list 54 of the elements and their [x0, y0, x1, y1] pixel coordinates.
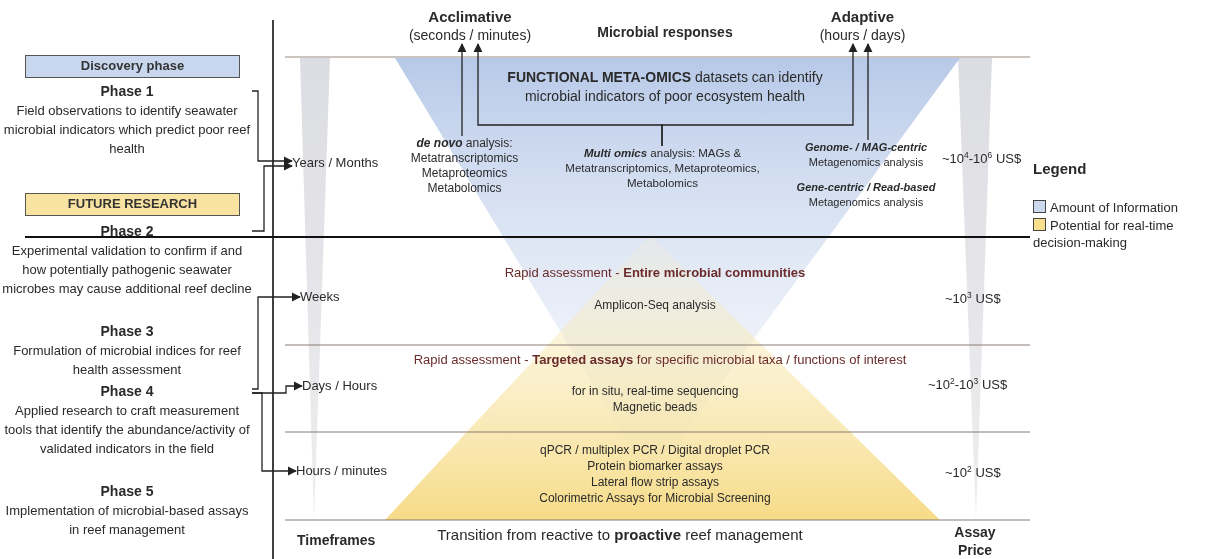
- method-text: Lateral flow strip assays: [589, 475, 721, 490]
- assessment-heading: Rapid assessment - Targeted assays for specific microbial taxa / functions of interest: [412, 352, 908, 369]
- phase-description: Applied research to craft measurement tools that identify the abundance/activity of validated indicators in the field: [3, 402, 251, 458]
- phase-description: Experimental validation to confirm if and how potentially pathogenic seawater microbes may cause additional reef decline: [2, 242, 252, 298]
- price-label: ~10$^{2}$-10$^{3}$ US$: [928, 376, 1009, 394]
- response-heading: Acclimative: [427, 8, 513, 26]
- price-label: ~10$^{2}$ US$: [945, 464, 1002, 482]
- arrow: [863, 43, 873, 141]
- method-description: Multi omics analysis: MAGs & Metatranscriptomics, Metaproteomics, Metabolomics: [560, 146, 765, 191]
- arrow: [457, 43, 467, 137]
- legend-text: Potential for real-time decision-making: [1033, 218, 1174, 250]
- phase-heading: Phase 1: [99, 82, 155, 101]
- response-heading: Adaptive: [829, 8, 896, 26]
- phase-description: Field observations to identify seawater microbial indicators which predict poor reef health: [2, 102, 252, 158]
- arrow: [251, 161, 293, 232]
- method-text: qPCR / multiplex PCR / Digital droplet PCR: [538, 443, 772, 458]
- legend-title: Legend: [1033, 160, 1088, 179]
- axis-title: Timeframes: [297, 532, 377, 550]
- method-text: Magnetic beads: [611, 400, 699, 415]
- method-description: de novo analysis: Metatranscriptomics Metaproteomics Metabolomics: [402, 136, 527, 196]
- arrow: [251, 90, 293, 166]
- method-description: Metagenomics analysis: [807, 195, 925, 210]
- axis-title: Assay Price: [953, 524, 997, 559]
- arrow: [251, 292, 301, 390]
- finding-text: FUNCTIONAL META-OMICS datasets can identify microbial indicators of poor ecosystem health: [490, 68, 840, 106]
- arrow: [251, 392, 297, 476]
- phase-description: Formulation of microbial indices for reef health assessment: [12, 342, 242, 379]
- timeframe-label: Hours / minutes: [296, 462, 416, 480]
- caption-text: Transition from reactive to proactive reef management: [436, 526, 804, 545]
- phase-heading: Phase 3: [99, 322, 155, 341]
- phase-heading: Phase 5: [99, 482, 155, 501]
- price-label: ~10$^{3}$ US$: [945, 290, 1002, 308]
- response-timescale: (hours / days): [818, 26, 907, 44]
- method-text: Amplicon-Seq analysis: [593, 298, 717, 313]
- method-text: for in situ, real-time sequencing: [570, 384, 740, 399]
- phase-heading: Phase 2: [99, 222, 155, 241]
- phase-heading: Phase 4: [99, 382, 155, 401]
- method-description: Metagenomics analysis: [807, 155, 925, 170]
- arrow: [661, 43, 858, 147]
- legend-text: Amount of Information: [1050, 200, 1178, 215]
- method-text: Protein biomarker assays: [586, 459, 724, 474]
- price-label: ~10$^{4}$-10$^{6}$ US$: [942, 150, 1023, 168]
- timeframe-label: Days / Hours: [302, 377, 402, 395]
- assessment-heading: Rapid assessment - Entire microbial communities: [503, 265, 807, 282]
- phase-banner: FUTURE RESEARCH: [25, 193, 240, 216]
- method-name: Gene-centric / Read-based: [795, 180, 937, 195]
- phase-banner: Discovery phase: [25, 55, 240, 78]
- method-name: Genome- / MAG-centric: [803, 140, 929, 155]
- method-text: Colorimetric Assays for Microbial Screening: [538, 491, 772, 506]
- timeframe-label: Years / Months: [292, 154, 382, 172]
- response-timescale: (seconds / minutes): [407, 26, 533, 44]
- section-heading: Microbial responses: [596, 24, 734, 42]
- phase-description: Implementation of microbial-based assays in reef management: [4, 502, 250, 539]
- timeframe-label: Weeks: [300, 288, 370, 306]
